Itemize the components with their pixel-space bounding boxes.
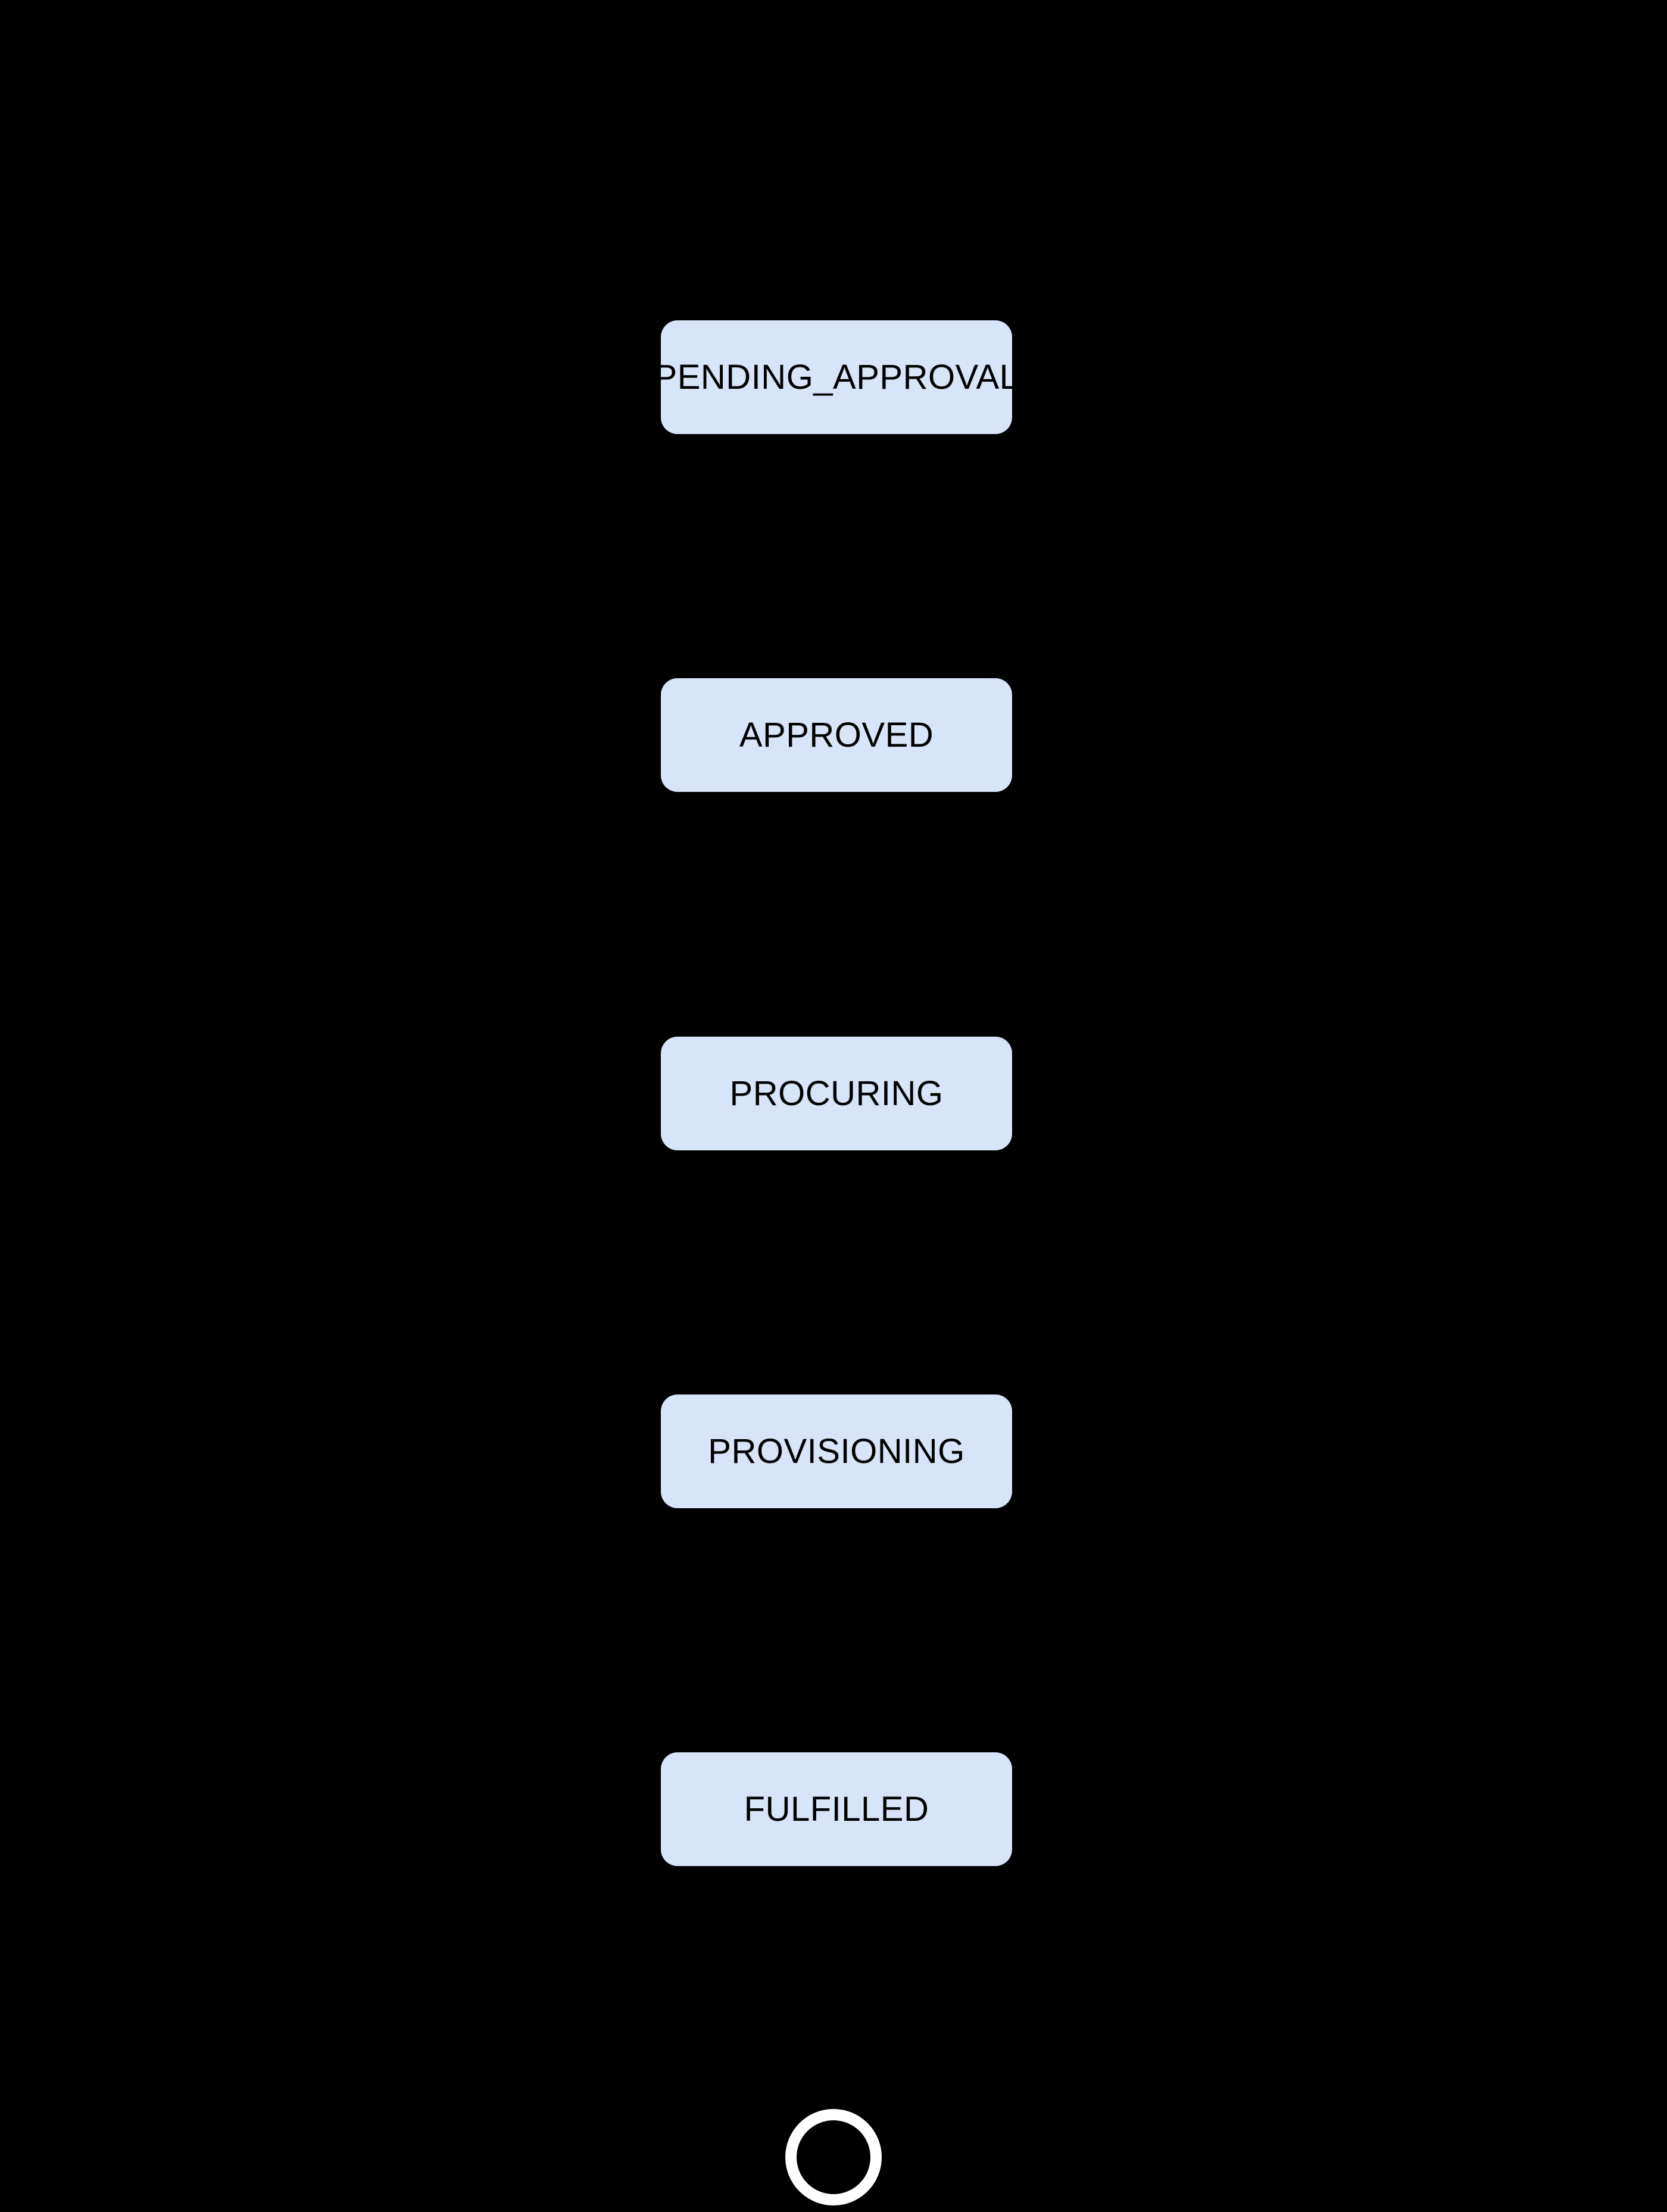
state-label-fulfilled: FULFILLED	[744, 1790, 929, 1829]
final-state-ring-icon	[785, 2109, 882, 2205]
state-node-pending-approval: PENDING_APPROVAL	[654, 320, 1019, 434]
state-node-procuring: PROCURING	[661, 1037, 1012, 1150]
state-node-fulfilled: FULFILLED	[661, 1752, 1012, 1866]
state-label-pending-approval: PENDING_APPROVAL	[654, 358, 1019, 397]
state-node-approved: APPROVED	[661, 678, 1012, 792]
state-label-provisioning: PROVISIONING	[708, 1432, 965, 1471]
state-label-procuring: PROCURING	[729, 1074, 944, 1113]
state-label-approved: APPROVED	[739, 716, 934, 754]
state-node-provisioning: PROVISIONING	[661, 1394, 1012, 1508]
